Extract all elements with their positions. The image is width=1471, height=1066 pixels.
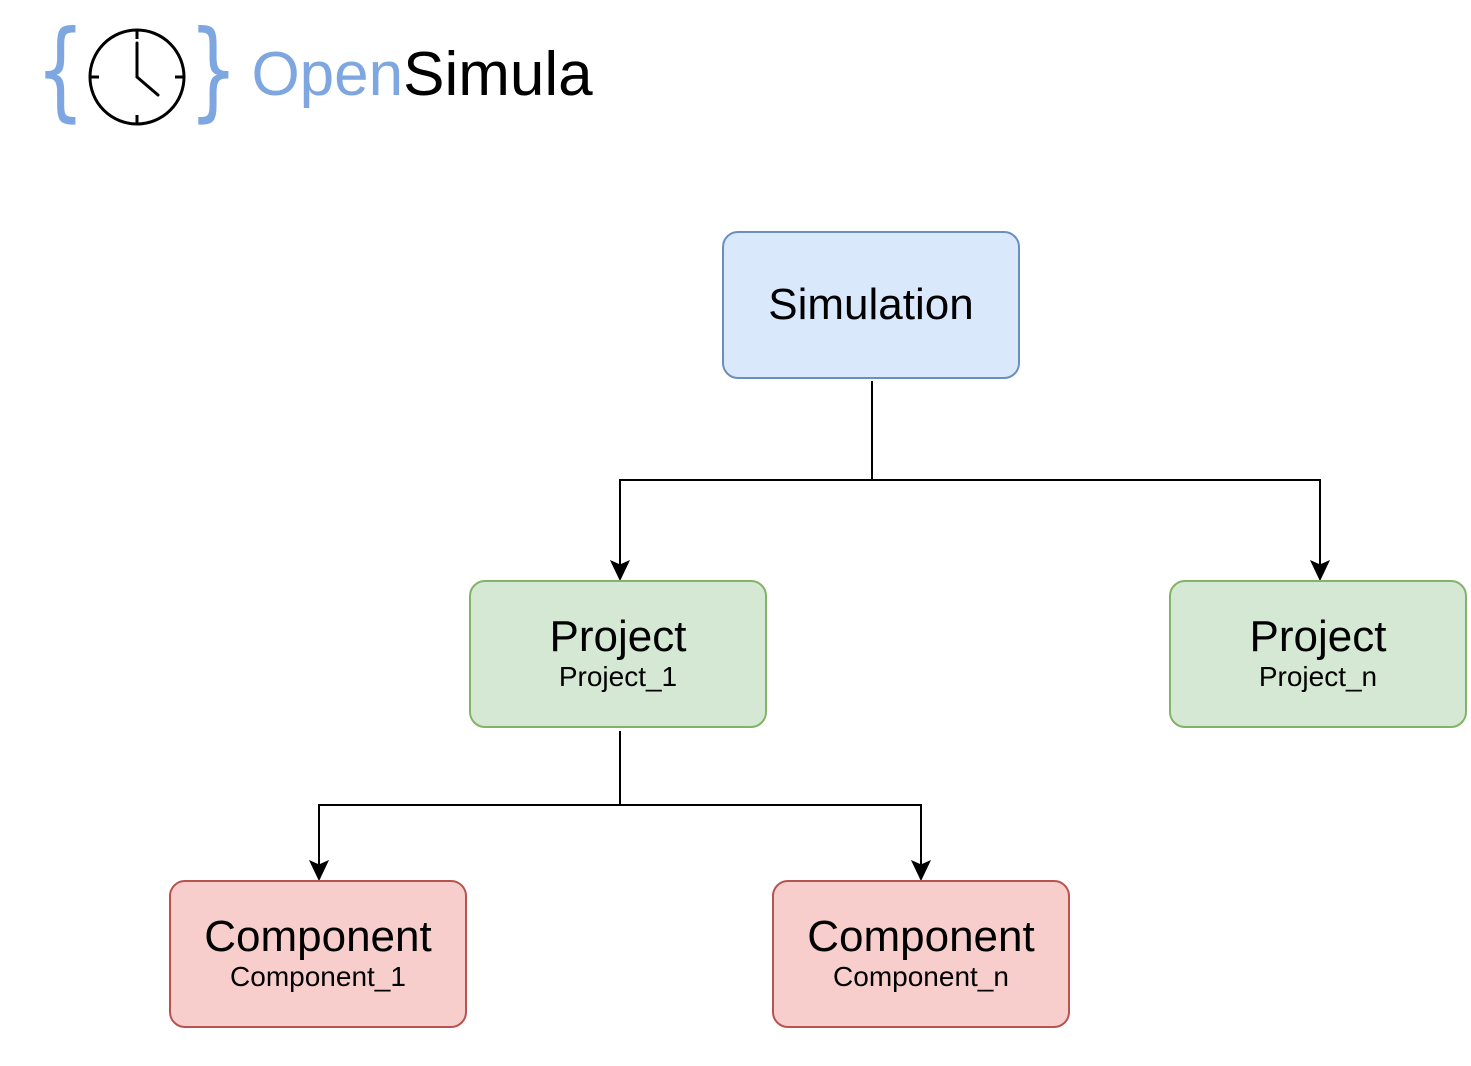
node-project-1: Project Project_1 — [469, 580, 767, 728]
arrowhead-project-n — [1309, 559, 1331, 582]
node-simulation-title: Simulation — [768, 279, 974, 329]
edge-project-1-to-component-n — [620, 804, 922, 866]
node-project-1-subtitle: Project_1 — [558, 661, 678, 693]
logo-text-simula: Simula — [403, 40, 593, 109]
logo-brace-close: } — [188, 8, 238, 133]
node-component-1: Component Component_1 — [169, 880, 467, 1028]
arrowhead-component-n — [910, 859, 932, 882]
node-component-1-subtitle: Component_1 — [230, 961, 406, 993]
edge-project-1-to-component-1 — [318, 731, 621, 866]
clock-icon — [85, 25, 189, 129]
node-component-1-title: Component — [204, 912, 432, 962]
logo-wordmark: OpenSimula — [251, 44, 592, 106]
arrowhead-project-1 — [609, 559, 631, 582]
arrowhead-component-1 — [308, 859, 330, 882]
node-simulation: Simulation — [722, 231, 1020, 379]
node-component-n: Component Component_n — [772, 880, 1070, 1028]
logo-text-open: Open — [251, 40, 404, 109]
edge-simulation-to-project-n — [872, 479, 1321, 566]
node-project-1-title: Project — [549, 612, 687, 662]
node-component-n-title: Component — [807, 912, 1035, 962]
edge-simulation-to-project-1 — [619, 381, 873, 566]
node-component-n-subtitle: Component_n — [833, 961, 1009, 993]
opensimula-logo: { } OpenSimula — [26, 17, 593, 132]
node-project-n: Project Project_n — [1169, 580, 1467, 728]
node-project-n-title: Project — [1249, 612, 1387, 662]
logo-brace-open: { — [35, 8, 86, 133]
node-project-n-subtitle: Project_n — [1258, 661, 1378, 693]
